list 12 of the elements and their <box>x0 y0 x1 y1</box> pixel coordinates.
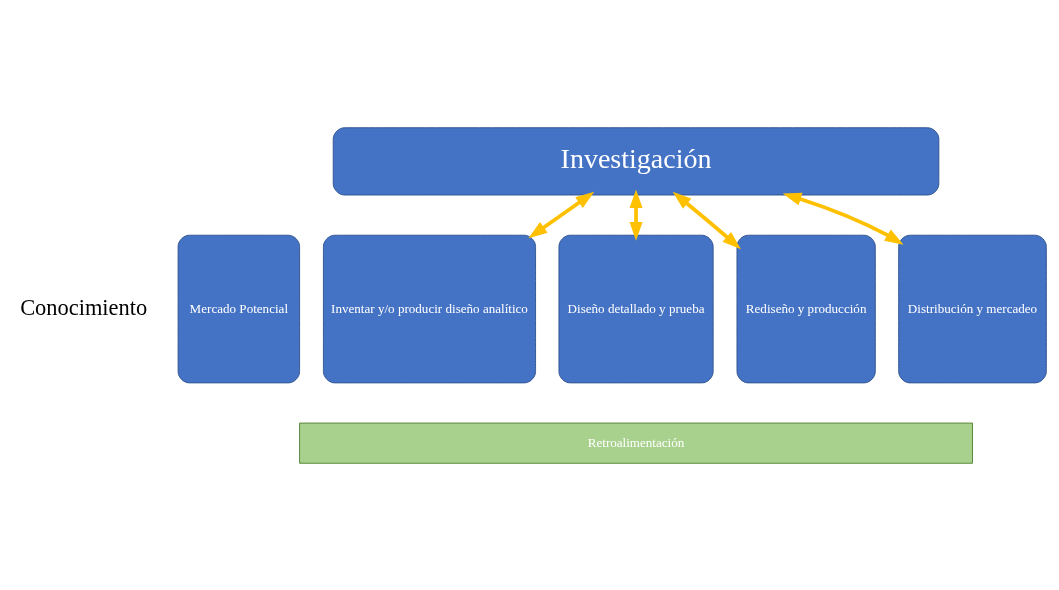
node-box: Rediseño y producción <box>736 234 876 383</box>
arrow <box>782 192 904 245</box>
arrow <box>672 191 741 249</box>
node-box: Retroalimentación <box>299 422 973 464</box>
node-box: Diseño detallado y prueba <box>558 234 714 383</box>
node-box: Inventar y/o producir diseño analítico <box>322 234 537 383</box>
node-box: Investigación <box>332 126 940 195</box>
arrow <box>629 188 643 241</box>
node-box: Distribución y mercadeo <box>898 234 1047 383</box>
label: Conocimiento <box>20 294 148 320</box>
arrow <box>528 191 595 238</box>
node-box: Mercado Potencial <box>177 234 301 383</box>
